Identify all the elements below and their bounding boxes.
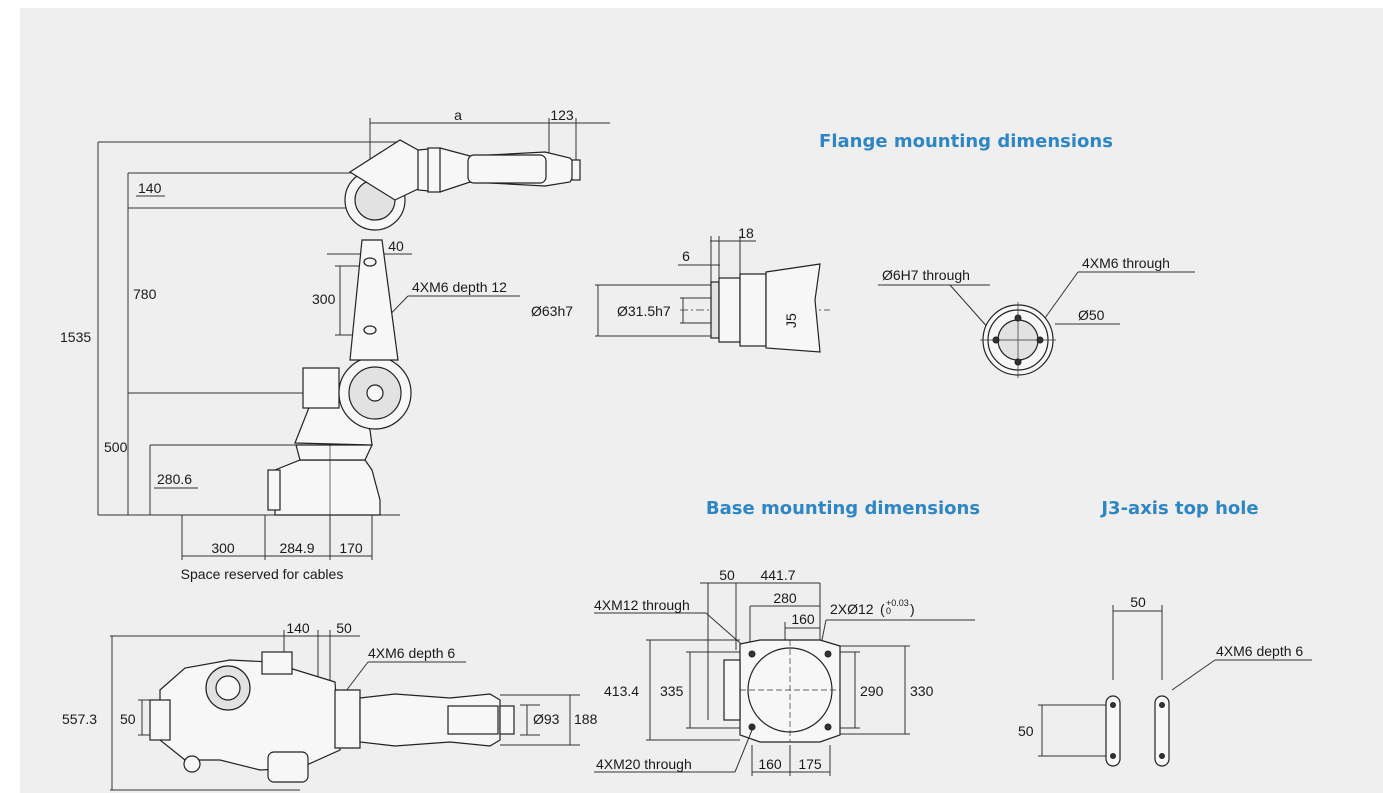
base-dim-330: 330 [910,683,934,699]
j3-dim-50v: 50 [1018,723,1034,739]
flange-front-view: Ø6H7 through 4XM6 through Ø50 [878,255,1195,378]
base-dim-160: 160 [791,611,815,627]
top-dim-50: 50 [336,620,352,636]
dim-140: 140 [138,180,162,196]
dim-b284-9: 284.9 [279,540,314,556]
base-dim-441-7: 441.7 [760,567,795,583]
dim-a: a [454,107,462,123]
dim-b300: 300 [211,540,235,556]
base-m20-label: 4XM20 through [596,756,692,772]
flange-j5: J5 [783,313,799,328]
flange-dim-50: Ø50 [1078,307,1105,323]
j3-hole-label: 4XM6 depth 6 [1216,643,1303,659]
base-dim-413-4: 413.4 [604,683,639,699]
base-dim-335: 335 [660,683,684,699]
robot-top-view: 557.3 50 140 50 4XM6 depth 6 Ø93 188 [62,620,598,791]
top-dim-188: 188 [574,711,598,727]
dim-280-6: 280.6 [157,471,192,487]
base-dim-290: 290 [860,683,884,699]
dim-300: 300 [312,291,336,307]
dim-1535: 1535 [60,329,91,345]
dim-40: 40 [388,238,404,254]
base-dim-50: 50 [719,567,735,583]
top-dim-93: Ø93 [533,711,560,727]
base-dim-b160: 160 [758,756,782,772]
dim-500: 500 [104,439,128,455]
top-dim-557-3: 557.3 [62,711,97,727]
j3-title: J3-axis top hole [1099,498,1258,519]
cables-note: Space reserved for cables [181,566,344,582]
base-title: Base mounting dimensions [706,498,980,519]
robot-side-view: a 123 1535 140 780 500 280.6 40 [60,107,610,582]
top-hole-label: 4XM6 depth 6 [368,645,455,661]
dim-b170: 170 [339,540,363,556]
j3-dim-50h: 50 [1130,594,1146,610]
flange-dim-31-5: Ø31.5h7 [617,303,671,319]
base-dim-b175: 175 [798,756,822,772]
svg-text:(: ( [880,601,885,617]
flange-6h7-label: Ø6H7 through [882,267,970,283]
flange-dim-6: 6 [682,248,690,264]
base-dim-280: 280 [773,590,797,606]
j3-hole-view: 50 4XM6 depth 6 50 [1018,594,1312,767]
base-tol-lo: 0 [886,606,891,616]
top-dim-50v: 50 [120,711,136,727]
flange-side-view: 18 6 Ø63h7 Ø31.5h7 J5 [531,225,830,353]
base-tol-up: +0.03 [886,598,909,608]
flange-title: Flange mounting dimensions [819,131,1113,152]
svg-text:): ) [910,601,915,617]
top-dim-140: 140 [286,620,310,636]
base-pin-label: 2XØ12 [830,601,874,617]
side-hole-label: 4XM6 depth 12 [412,279,507,295]
base-mounting-view: 50 441.7 280 160 4XM12 through 2XØ12 ( +… [594,567,975,776]
dim-780: 780 [133,286,157,302]
flange-dim-63: Ø63h7 [531,303,573,319]
flange-dim-18: 18 [738,225,754,241]
base-m12-label: 4XM12 through [594,597,690,613]
flange-m6-label: 4XM6 through [1082,255,1170,271]
dim-123: 123 [550,107,574,123]
